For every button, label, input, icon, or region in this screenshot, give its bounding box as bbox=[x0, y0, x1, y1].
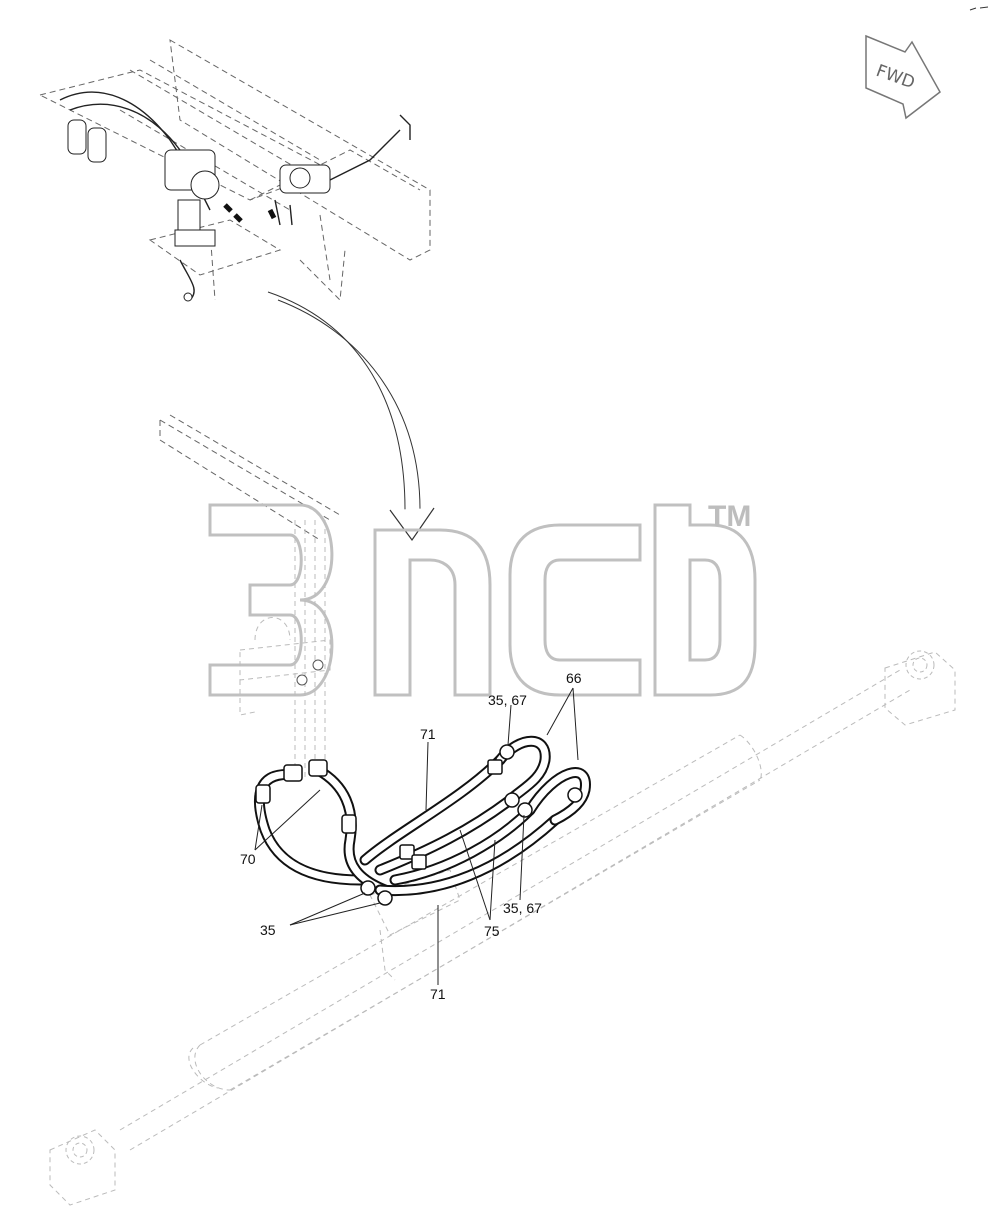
hose-71-upper bbox=[359, 754, 506, 866]
callout-66: 66 bbox=[566, 670, 582, 686]
frame-rail-upper bbox=[159, 414, 341, 541]
cylinder-rod-end-left bbox=[49, 1129, 116, 1206]
callout-75: 75 bbox=[484, 923, 500, 939]
fitting-35-b bbox=[377, 890, 393, 906]
fitting-35-67-mid bbox=[504, 792, 520, 808]
callout-35-67-bottom: 35, 67 bbox=[503, 900, 542, 916]
fwd-arrow-icon: FWD bbox=[865, 34, 941, 120]
fitting-elbow-right bbox=[308, 759, 328, 777]
fittings bbox=[255, 744, 583, 906]
overview-assembly bbox=[38, 39, 431, 302]
fitting-elbow-left bbox=[283, 764, 303, 782]
transfer-arrow-icon bbox=[267, 291, 435, 542]
fitting-66-end bbox=[567, 787, 583, 803]
fitting-75-a bbox=[399, 844, 415, 860]
callout-71-bottom: 71 bbox=[430, 986, 446, 1002]
hose-set bbox=[254, 735, 591, 897]
trademark-symbol: TM bbox=[708, 500, 751, 533]
callout-35-67-top: 35, 67 bbox=[488, 692, 527, 708]
fitting-71-top bbox=[487, 759, 503, 775]
hose-66-loop-right bbox=[524, 767, 591, 826]
3dmb-watermark-logo bbox=[208, 503, 757, 697]
hose-70-left bbox=[254, 768, 366, 886]
fitting-75-b bbox=[411, 854, 427, 870]
fitting-right-hose-end bbox=[341, 814, 357, 834]
valve-block-right bbox=[274, 114, 411, 226]
fitting-left-hose-end bbox=[255, 784, 271, 804]
callout-labels: 66 35, 67 71 70 35, 67 75 35 71 bbox=[240, 670, 582, 1002]
callout-70: 70 bbox=[240, 851, 256, 867]
tube-mounting-bracket bbox=[239, 617, 331, 716]
corner-mark-icon bbox=[969, 6, 989, 11]
callout-71-top: 71 bbox=[420, 726, 436, 742]
hose-71-lower bbox=[374, 814, 561, 897]
valve-block-center bbox=[164, 149, 220, 302]
cylinder-rod-end-right bbox=[884, 650, 956, 726]
hose-75-a bbox=[374, 794, 516, 876]
hydraulic-cylinder bbox=[49, 650, 956, 1206]
fitting-35-67-lower bbox=[517, 802, 533, 818]
vertical-tube-assembly bbox=[239, 520, 331, 780]
hose-70-right bbox=[312, 764, 391, 896]
fitting-35-a bbox=[360, 880, 376, 896]
fitting-35-67-upper bbox=[499, 744, 515, 760]
hose-66-loop-left bbox=[494, 735, 551, 806]
leader-lines bbox=[254, 687, 579, 985]
hose-75-b bbox=[389, 804, 536, 886]
callout-35: 35 bbox=[260, 922, 276, 938]
